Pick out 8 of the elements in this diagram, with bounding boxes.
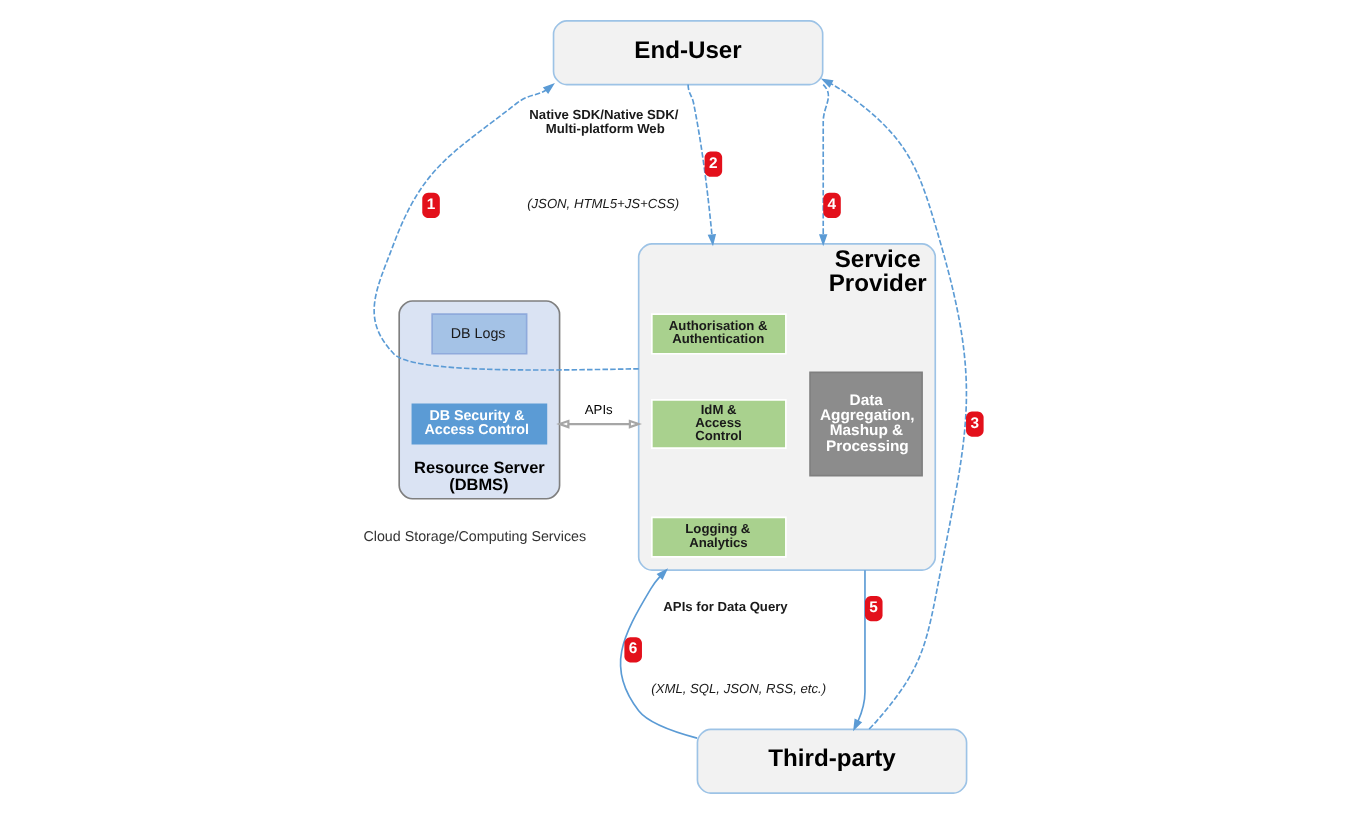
arrow [819,83,830,247]
arrow [619,568,698,739]
arrow [373,83,640,371]
arrow [556,419,642,429]
node-box: End-User [552,20,824,86]
node-box: Third-party [696,728,968,794]
arrow [853,569,866,732]
arrow [687,83,717,247]
